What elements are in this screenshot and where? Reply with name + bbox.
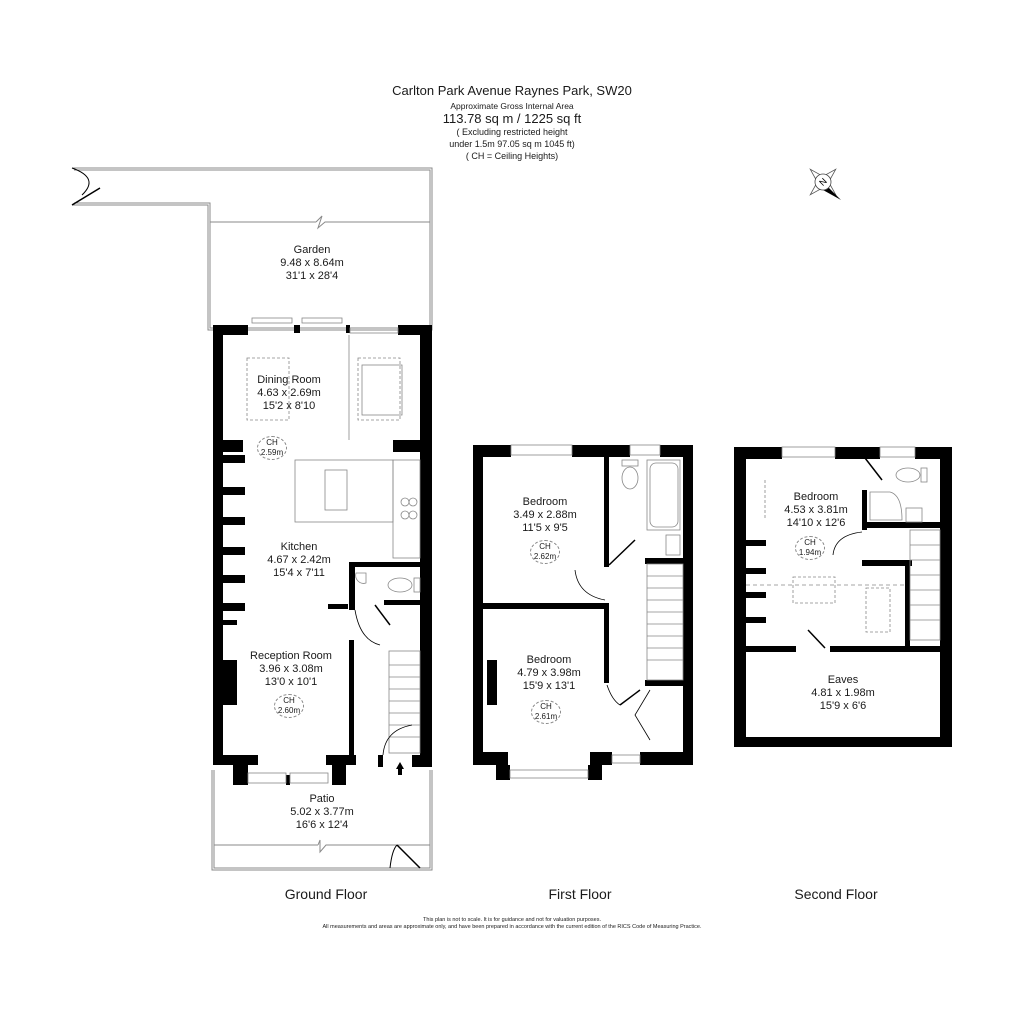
ch-value: 2.60m xyxy=(277,706,301,715)
room-imperial: 11'5 x 9'5 xyxy=(522,522,568,534)
floor-name-ground: Ground Floor xyxy=(284,886,368,902)
room-imperial: 14'10 x 12'6 xyxy=(786,517,846,529)
room-imperial: 15'9 x 6'6 xyxy=(819,700,867,712)
room-metric: 3.49 x 2.88m xyxy=(513,509,577,521)
floor-name-first: First Floor xyxy=(548,886,612,902)
room-metric: 4.67 x 2.42m xyxy=(267,554,331,566)
area-value: 113.78 sq m / 1225 sq ft xyxy=(442,111,582,126)
room-imperial: 15'9 x 13'1 xyxy=(522,680,576,692)
area-label: Approximate Gross Internal Area xyxy=(450,101,574,111)
room-imperial: 15'2 x 8'10 xyxy=(262,400,316,412)
room-name: Bedroom xyxy=(793,491,839,503)
room-label-dining-room: Dining Room 4.63 x 2.69m 15'2 x 8'10 xyxy=(257,374,321,413)
ch-value: 2.61m xyxy=(534,712,558,721)
room-name: Bedroom xyxy=(522,496,568,508)
restricted-note-1: ( Excluding restricted height xyxy=(456,127,568,137)
compass-icon: N xyxy=(809,168,841,200)
first-floor-fixtures xyxy=(509,444,684,779)
room-metric: 4.53 x 3.81m xyxy=(784,504,848,516)
second-floor-fixtures xyxy=(746,446,941,649)
ch-value: 2.62m xyxy=(533,552,557,561)
room-name: Patio xyxy=(309,793,335,805)
first-floor-walls xyxy=(473,445,693,780)
ch-label: CH xyxy=(266,438,278,447)
room-label-patio: Patio 5.02 x 3.77m 16'6 x 12'4 xyxy=(290,793,354,832)
room-imperial: 16'6 x 12'4 xyxy=(295,819,349,831)
room-name: Kitchen xyxy=(280,541,318,553)
disclaimer-line-1: This plan is not to scale. It is for gui… xyxy=(423,917,601,923)
property-address: Carlton Park Avenue Raynes Park, SW20 xyxy=(392,83,632,98)
room-name: Reception Room xyxy=(250,650,332,662)
ch-label: CH xyxy=(283,696,295,705)
ch-label: CH xyxy=(804,538,816,547)
disclaimer-line-2: All measurements and areas are approxima… xyxy=(322,924,702,930)
ceiling-height-badge-front-bedroom: CH 2.61m xyxy=(531,700,561,724)
room-name: Bedroom xyxy=(526,654,572,666)
room-label-garden: Garden 9.48 x 8.64m 31'1 x 28'4 xyxy=(280,244,344,283)
room-imperial: 13'0 x 10'1 xyxy=(264,676,318,688)
restricted-note-2: under 1.5m 97.05 sq m 1045 ft) xyxy=(449,139,575,149)
ch-label: CH xyxy=(539,542,551,551)
room-metric: 4.79 x 3.98m xyxy=(517,667,581,679)
room-metric: 5.02 x 3.77m xyxy=(290,806,354,818)
ceiling-height-badge-loft-bedroom: CH 1.94m xyxy=(795,536,825,560)
svg-text:N: N xyxy=(817,176,829,188)
room-label-eaves: Eaves 4.81 x 1.98m 15'9 x 6'6 xyxy=(811,674,875,713)
room-label-kitchen: Kitchen 4.67 x 2.42m 15'4 x 7'11 xyxy=(267,541,331,580)
ground-floor-walls xyxy=(213,325,432,785)
ch-value: 1.94m xyxy=(798,548,822,557)
room-imperial: 31'1 x 28'4 xyxy=(285,270,339,282)
ch-label: CH xyxy=(540,702,552,711)
room-name: Garden xyxy=(293,244,331,256)
ch-value: 2.59m xyxy=(260,448,284,457)
room-imperial: 15'4 x 7'11 xyxy=(273,567,325,579)
ceiling-height-badge-dining: CH 2.59m xyxy=(257,436,287,460)
second-floor-walls xyxy=(734,447,952,747)
ground-floor-fixtures xyxy=(246,317,421,784)
room-label-reception-room: Reception Room 3.96 x 3.08m 13'0 x 10'1 xyxy=(250,650,332,689)
room-metric: 3.96 x 3.08m xyxy=(259,663,323,675)
room-label-rear-bedroom: Bedroom 3.49 x 2.88m 11'5 x 9'5 xyxy=(513,496,577,535)
room-name: Eaves xyxy=(827,674,859,686)
room-metric: 4.81 x 1.98m xyxy=(811,687,875,699)
room-label-front-bedroom: Bedroom 4.79 x 3.98m 15'9 x 13'1 xyxy=(517,654,581,693)
room-name: Dining Room xyxy=(257,374,321,386)
ceiling-height-note: ( CH = Ceiling Heights) xyxy=(465,151,559,161)
room-metric: 4.63 x 2.69m xyxy=(257,387,321,399)
room-label-loft-bedroom: Bedroom 4.53 x 3.81m 14'10 x 12'6 xyxy=(784,491,848,530)
floor-name-second: Second Floor xyxy=(794,886,878,902)
ground-floor-plan xyxy=(71,167,433,871)
room-metric: 9.48 x 8.64m xyxy=(280,257,344,269)
ceiling-height-badge-rear-bedroom: CH 2.62m xyxy=(530,540,560,564)
ceiling-height-badge-reception: CH 2.60m xyxy=(274,694,304,718)
